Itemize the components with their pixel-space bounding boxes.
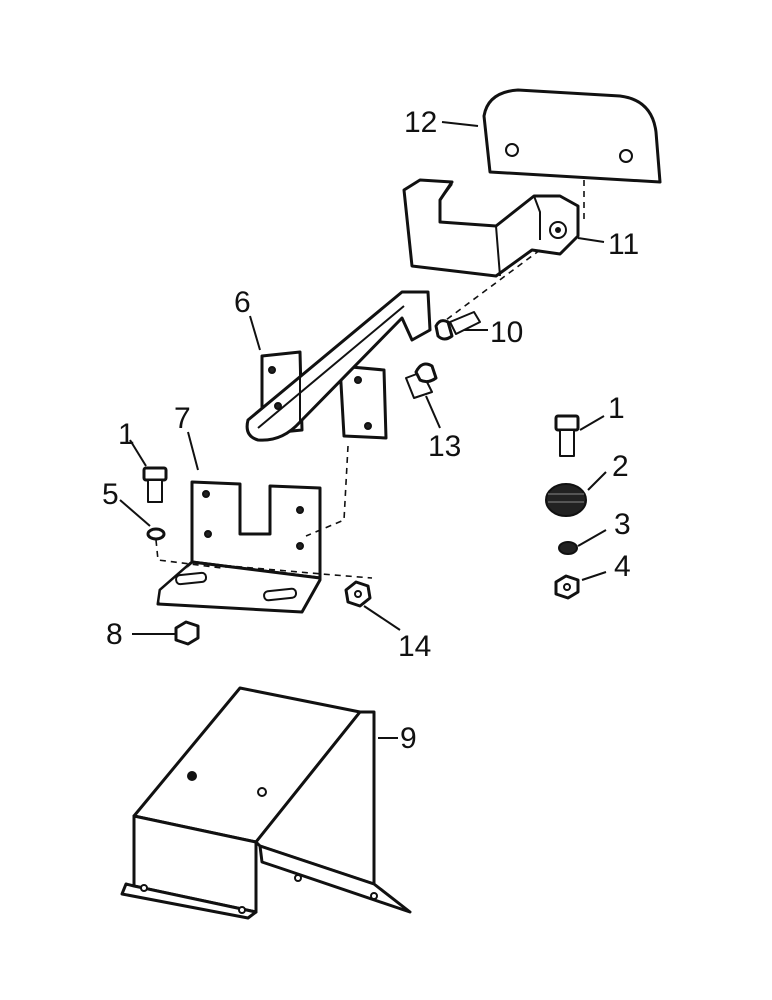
part-5-lock-washer [146,527,166,541]
callout-6: 6 [234,286,251,319]
part-14-nut [344,580,372,608]
callout-3: 3 [614,508,631,541]
callout-9: 9 [400,722,417,755]
callout-5: 5 [102,478,119,511]
callout-14: 14 [398,630,431,663]
part-9-base-bracket [120,686,412,920]
part-13-bolt [405,362,438,399]
alignment-lines [155,180,585,579]
callout-labels: 12 11 6 10 13 7 1 5 8 14 9 1 2 3 4 [102,106,639,755]
part-12-cover-plate [482,88,662,184]
part-1-bolt-left [142,466,168,503]
callout-12: 12 [404,106,437,139]
callout-1-left: 1 [118,418,135,451]
callout-11: 11 [608,228,639,261]
leader-lines [119,121,607,739]
part-1-bolt-right [554,414,580,457]
callout-8: 8 [106,618,123,651]
part-8-nut [174,620,200,646]
callout-13: 13 [428,430,461,463]
part-6-bar-bracket [245,290,432,442]
callout-7: 7 [174,402,191,435]
part-11-u-bracket [402,178,580,278]
callout-1-right: 1 [608,392,625,425]
part-4-nut [554,574,580,600]
callout-2: 2 [612,450,629,483]
callout-10: 10 [490,316,523,349]
callout-4: 4 [614,550,631,583]
part-3-washer [558,541,578,555]
part-7-l-bracket [156,480,322,614]
part-10-screw [434,311,481,341]
part-2-rubber-mount [545,483,587,517]
